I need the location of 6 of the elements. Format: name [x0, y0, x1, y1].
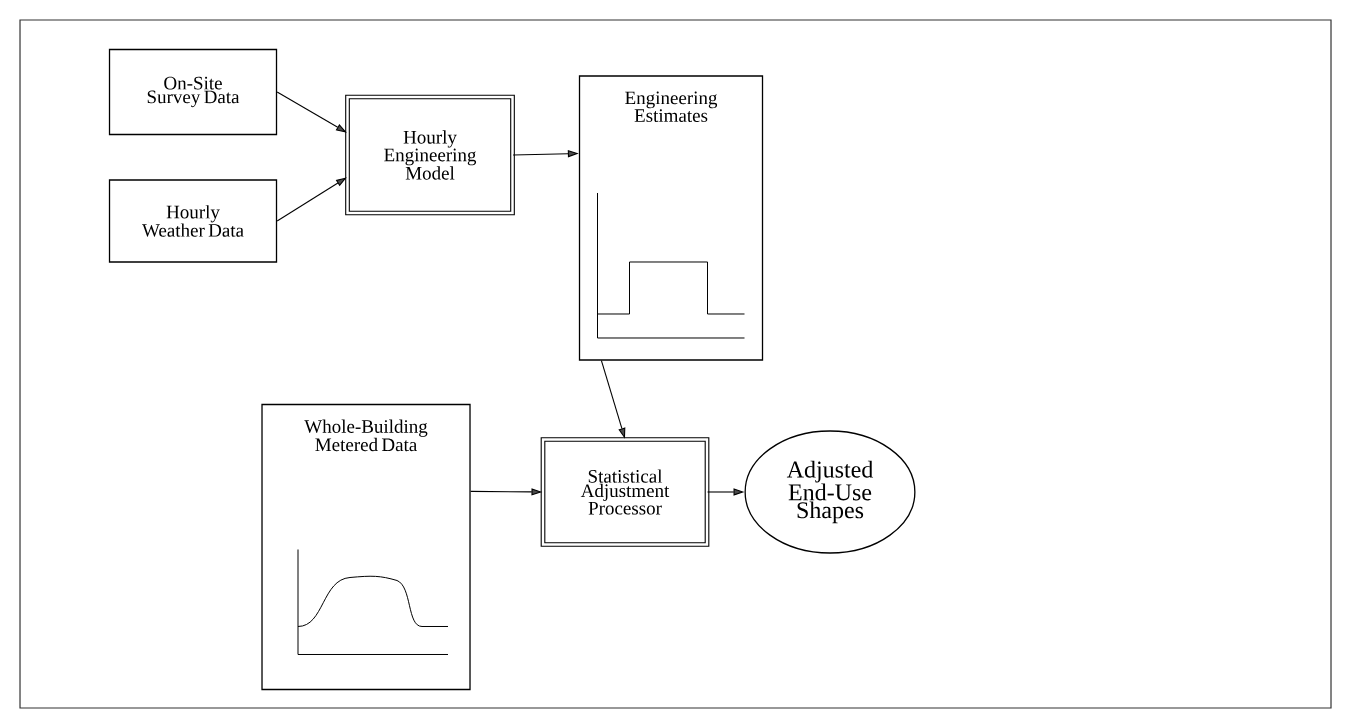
model-box: Statistical Adjustment Processor — [540, 437, 710, 547]
model-box: Hourly Engineering Model — [345, 94, 515, 216]
chart-box: Engineering Estimates — [578, 75, 764, 361]
process-box: On-Site Survey Data — [108, 48, 278, 136]
chart-box: Whole-Building Metered Data — [261, 403, 471, 691]
process-box: Hourly Weather Data — [108, 179, 278, 263]
